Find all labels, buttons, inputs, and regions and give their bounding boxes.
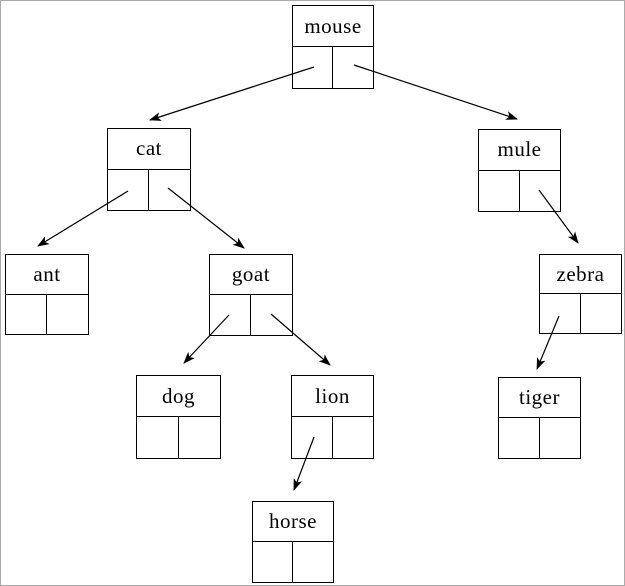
- right-pointer-cell: [333, 417, 374, 458]
- left-pointer-cell: [137, 417, 179, 458]
- edge-mouse-left-to-cat: [149, 66, 315, 121]
- left-pointer-cell: [253, 542, 293, 582]
- edge-mouse-right-to-mule: [353, 64, 518, 120]
- left-pointer-cell: [210, 295, 251, 335]
- pointer-cells: [479, 170, 561, 212]
- tree-node-mule: mule: [478, 129, 561, 212]
- node-label: mule: [479, 130, 560, 171]
- tree-node-tiger: tiger: [498, 377, 581, 459]
- left-pointer-cell: [292, 417, 333, 458]
- tree-node-horse: horse: [252, 501, 334, 583]
- node-label: zebra: [540, 255, 621, 294]
- right-pointer-cell: [333, 47, 373, 88]
- left-pointer-cell: [6, 294, 47, 334]
- pointer-cells: [499, 418, 580, 458]
- right-pointer-cell: [47, 295, 88, 335]
- tree-node-zebra: zebra: [539, 254, 622, 334]
- pointer-cells: [210, 295, 292, 335]
- pointer-cells: [293, 47, 373, 88]
- node-label: mouse: [293, 6, 373, 47]
- right-pointer-cell: [540, 418, 581, 458]
- left-pointer-cell: [293, 47, 333, 88]
- node-label: ant: [6, 255, 88, 295]
- pointer-cells: [540, 294, 621, 333]
- right-pointer-cell: [293, 542, 333, 582]
- tree-node-mouse: mouse: [292, 5, 374, 89]
- pointer-cells: [108, 169, 190, 211]
- tree-node-goat: goat: [209, 254, 293, 336]
- node-label: lion: [292, 376, 373, 417]
- right-pointer-cell: [520, 171, 561, 212]
- tree-node-lion: lion: [291, 375, 374, 459]
- node-label: horse: [253, 502, 333, 542]
- node-label: dog: [137, 376, 220, 417]
- right-pointer-cell: [149, 170, 190, 211]
- left-pointer-cell: [499, 418, 540, 458]
- right-pointer-cell: [251, 295, 292, 335]
- node-label: goat: [210, 255, 292, 295]
- pointer-cells: [253, 542, 333, 582]
- left-pointer-cell: [540, 294, 581, 333]
- left-pointer-cell: [479, 170, 520, 211]
- tree-node-dog: dog: [136, 375, 221, 459]
- tree-node-ant: ant: [5, 254, 89, 335]
- pointer-cells: [137, 417, 220, 458]
- right-pointer-cell: [581, 294, 622, 333]
- node-label: cat: [108, 129, 190, 170]
- tree-node-cat: cat: [107, 128, 191, 211]
- left-pointer-cell: [108, 169, 149, 210]
- right-pointer-cell: [179, 417, 221, 458]
- node-label: tiger: [499, 378, 580, 418]
- pointer-cells: [292, 417, 373, 458]
- pointer-cells: [6, 294, 88, 335]
